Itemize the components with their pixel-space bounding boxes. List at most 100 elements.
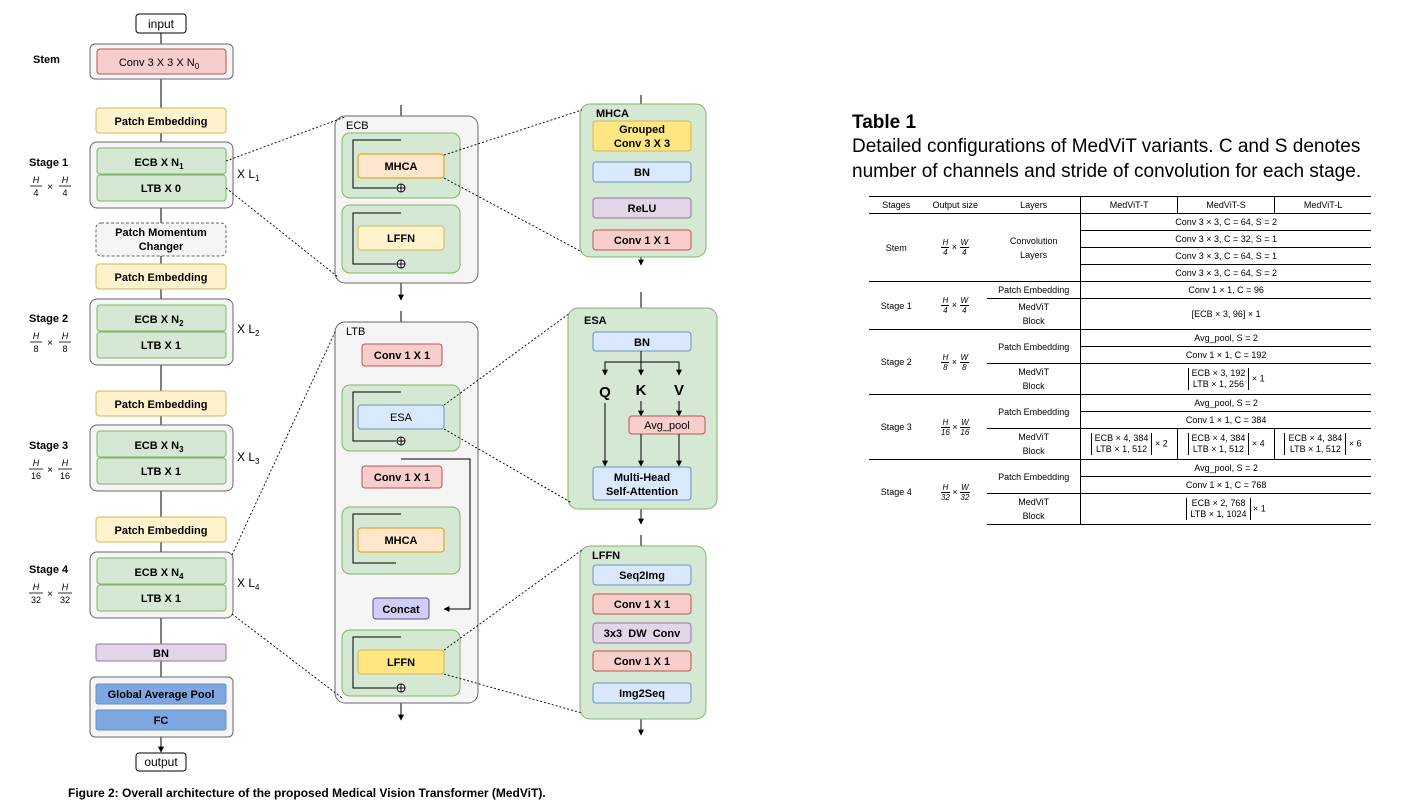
architecture-diagram: input output Stem Conv 3 X 3 X N0 Patch … xyxy=(29,13,718,800)
svg-text:LFFN: LFFN xyxy=(387,233,415,245)
svg-text:H: H xyxy=(62,582,69,592)
svg-text:X L4: X L4 xyxy=(237,576,260,592)
input-node: input xyxy=(135,13,187,34)
lffn-detail: LFFN Seq2Img Conv 1 X 1 3x3 DW Conv Conv… xyxy=(579,545,707,720)
table-row: Conv 3 × 3, C = 64, S = 2 xyxy=(869,264,1371,282)
svg-text:BN: BN xyxy=(634,167,650,179)
svg-text:LTB X 1: LTB X 1 xyxy=(141,593,181,605)
svg-text:32: 32 xyxy=(31,595,41,605)
ecb-block: ECB MHCA LFFN xyxy=(334,115,479,284)
table-row: Conv 3 × 3, C = 32, S = 1 xyxy=(869,230,1371,248)
stage-1-label: Stage 1 xyxy=(29,157,68,169)
svg-text:MHCA: MHCA xyxy=(596,108,629,120)
svg-text:ECB: ECB xyxy=(346,120,369,132)
svg-text:3x3 DW Conv: 3x3 DW Conv xyxy=(604,628,681,640)
patch-embedding-2: Patch Embedding xyxy=(95,263,227,290)
svg-text:Patch Embedding: Patch Embedding xyxy=(115,525,208,537)
col-header: MedViT-T xyxy=(1080,196,1178,214)
svg-text:Conv 1 X 1: Conv 1 X 1 xyxy=(614,599,670,611)
table-row: Conv 1 × 1, C = 384 xyxy=(869,411,1371,429)
svg-text:MHCA: MHCA xyxy=(385,535,418,547)
ltb-block: LTB Conv 1 X 1 ESA Conv 1 X 1 MHCA Conca… xyxy=(334,321,479,704)
svg-text:4: 4 xyxy=(33,188,38,198)
svg-text:16: 16 xyxy=(31,471,41,481)
svg-text:Patch Embedding: Patch Embedding xyxy=(115,116,208,128)
stem-block: Conv 3 X 3 X N0 xyxy=(89,43,234,80)
svg-text:Grouped: Grouped xyxy=(619,124,665,136)
svg-text:Concat: Concat xyxy=(382,604,420,616)
head-bn: BN xyxy=(95,643,227,662)
esa-detail: ESA BN Q K V Avg_pool Multi-Head Self-At… xyxy=(567,307,718,510)
svg-text:Multi-Head: Multi-Head xyxy=(614,472,670,484)
svg-text:FC: FC xyxy=(154,715,169,727)
svg-text:Img2Seq: Img2Seq xyxy=(619,688,665,700)
head-classifier: Global Average Pool FC xyxy=(89,676,234,738)
table-row: Conv 1 × 1, C = 192 xyxy=(869,346,1371,364)
col-header: MedViT-L xyxy=(1274,196,1371,214)
stage-4: ECB X N4 LTB X 1 Stage 4 H 32 × H 32 X L… xyxy=(29,551,260,619)
svg-text:Conv 1 X 1: Conv 1 X 1 xyxy=(374,350,430,362)
svg-text:H: H xyxy=(33,458,40,468)
zoom-connectors xyxy=(225,109,583,714)
stage-2-label: Stage 2 xyxy=(29,313,68,325)
svg-text:BN: BN xyxy=(153,648,169,660)
patch-embedding-1: Patch Embedding xyxy=(95,107,227,134)
svg-text:×: × xyxy=(47,465,53,476)
svg-text:H: H xyxy=(33,175,40,185)
svg-text:input: input xyxy=(148,17,175,31)
svg-text:V: V xyxy=(674,382,684,399)
svg-text:H: H xyxy=(33,582,40,592)
svg-text:Self-Attention: Self-Attention xyxy=(606,486,678,498)
svg-text:LTB X 1: LTB X 1 xyxy=(141,340,181,352)
svg-text:Changer: Changer xyxy=(139,241,184,253)
stage-4-label: Stage 4 xyxy=(29,564,69,576)
svg-text:Conv 3 X 3: Conv 3 X 3 xyxy=(614,138,670,150)
svg-text:LTB X 1: LTB X 1 xyxy=(141,466,181,478)
stem-conv-label: Conv 3 X 3 X N0 xyxy=(119,57,200,71)
config-table: Stages Output size Layers MedViT-T MedVi… xyxy=(869,196,1371,525)
svg-text:H: H xyxy=(62,331,69,341)
svg-text:8: 8 xyxy=(62,344,67,354)
svg-text:ECB X N4: ECB X N4 xyxy=(134,567,184,581)
col-header: MedViT-S xyxy=(1177,196,1275,214)
svg-text:LTB X 0: LTB X 0 xyxy=(141,183,181,195)
table-row: Conv 3 × 3, C = 64, S = 1 xyxy=(869,247,1371,265)
svg-text:H: H xyxy=(62,458,69,468)
svg-text:Conv 1 X 1: Conv 1 X 1 xyxy=(374,472,430,484)
table-heading: Table 1 xyxy=(852,112,917,133)
svg-text:ECB X N1: ECB X N1 xyxy=(134,157,184,171)
svg-text:ReLU: ReLU xyxy=(628,203,657,215)
stage-1: ECB X N1 LTB X 0 Stage 1 H 4 × H 4 X L1 xyxy=(29,141,260,209)
svg-text:Avg_pool: Avg_pool xyxy=(644,420,690,432)
patch-embedding-3: Patch Embedding xyxy=(95,390,227,417)
stage-3: ECB X N3 LTB X 1 Stage 3 H 16 × H 16 X L… xyxy=(29,424,260,492)
svg-text:16: 16 xyxy=(60,471,70,481)
svg-text:4: 4 xyxy=(62,188,67,198)
svg-text:8: 8 xyxy=(33,344,38,354)
svg-text:output: output xyxy=(144,755,178,769)
svg-text:Conv 1 X 1: Conv 1 X 1 xyxy=(614,656,670,668)
patch-momentum-changer: Patch Momentum Changer xyxy=(95,222,227,257)
svg-text:X L2: X L2 xyxy=(237,322,260,338)
col-header: Stages xyxy=(869,196,924,214)
svg-text:BN: BN xyxy=(634,337,650,349)
svg-text:MHCA: MHCA xyxy=(385,161,418,173)
svg-text:Global Average Pool: Global Average Pool xyxy=(108,689,215,701)
svg-text:K: K xyxy=(636,382,647,399)
svg-text:×: × xyxy=(47,338,53,349)
svg-text:Patch Embedding: Patch Embedding xyxy=(115,399,208,411)
svg-text:Conv 1 X 1: Conv 1 X 1 xyxy=(614,235,670,247)
svg-text:ECB X N2: ECB X N2 xyxy=(134,314,184,328)
svg-text:Seq2Img: Seq2Img xyxy=(619,570,665,582)
svg-text:Patch Embedding: Patch Embedding xyxy=(115,272,208,284)
svg-text:LTB: LTB xyxy=(346,326,365,338)
svg-text:X L3: X L3 xyxy=(237,450,260,466)
svg-text:ESA: ESA xyxy=(390,412,413,424)
table-block: Table 1 Detailed configurations of MedVi… xyxy=(852,112,1412,184)
